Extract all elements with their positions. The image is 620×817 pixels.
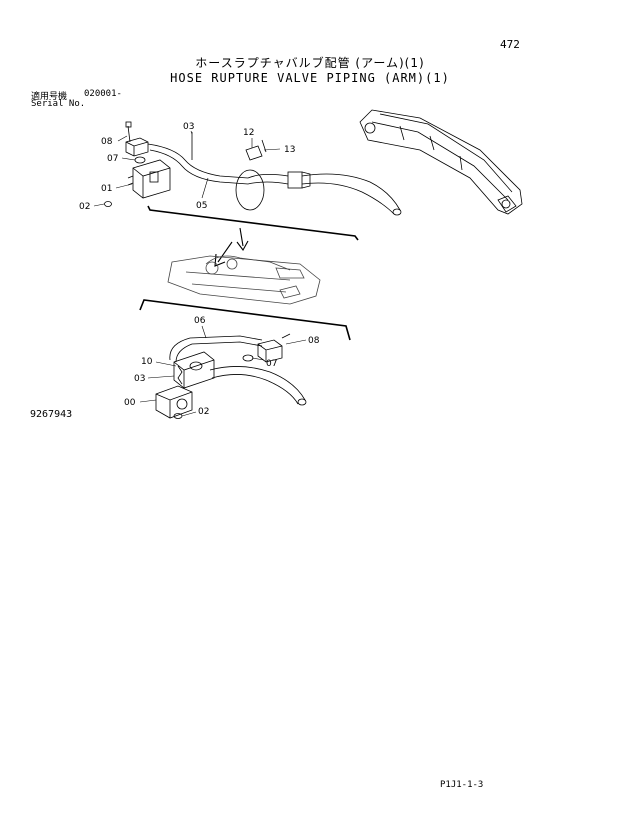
label-upper-03: 03	[183, 122, 194, 132]
bracket-lower-08	[257, 333, 291, 363]
label-upper-02: 02	[79, 202, 90, 212]
bracket-marker-upper	[147, 205, 359, 241]
label-lower-02: 02	[198, 407, 209, 417]
label-lower-07: 07	[266, 359, 277, 369]
label-lower-00: 00	[124, 398, 136, 408]
label-upper-08: 08	[101, 137, 113, 147]
serial-number-value: 020001-	[84, 89, 122, 99]
pipe-lower-06	[169, 335, 263, 361]
middle-arm-illustration	[167, 255, 321, 305]
label-upper-12: 12	[243, 128, 254, 138]
valve-block-lower	[155, 385, 193, 419]
detail-arrows	[214, 227, 249, 267]
pipe-joint-upper	[247, 174, 289, 179]
leader-lines	[93, 130, 307, 417]
label-upper-01: 01	[101, 184, 112, 194]
o-ring-upper-07	[134, 156, 146, 164]
valve-block-upper	[127, 159, 171, 199]
pipe-upper-05	[147, 143, 249, 185]
label-upper-07: 07	[107, 154, 118, 164]
valve-body-lower	[173, 351, 215, 389]
label-lower-03: 03	[134, 374, 145, 384]
title-japanese: ホースラプチャバルブ配管 (アーム)(1)	[195, 56, 425, 70]
footer-page-code: P1J1-1-3	[440, 780, 484, 790]
page-number: 472	[500, 38, 520, 51]
serial-label-japanese: 適用号機	[31, 92, 68, 102]
label-upper-13: 13	[284, 145, 295, 155]
label-lower-10: 10	[141, 357, 153, 367]
o-ring-lower-07	[242, 354, 254, 362]
label-lower-06: 06	[194, 316, 206, 326]
plug-upper-02	[104, 201, 112, 207]
label-lower-08: 08	[308, 336, 320, 346]
part-labels: 08 07 01 02 03 05 12 13 06 08 07 10 03 0…	[79, 122, 320, 417]
serial-label-english: Serial No.	[31, 99, 86, 109]
drawing-number: 9267943	[30, 409, 73, 420]
title-english: HOSE RUPTURE VALVE PIPING (ARM)(1)	[170, 71, 450, 85]
upper-assembly	[104, 121, 402, 241]
bracket-upper-08	[125, 121, 149, 157]
fitting-upper	[287, 171, 311, 189]
label-upper-05: 05	[196, 201, 207, 211]
hose-upper	[301, 173, 402, 216]
bracket-marker-lower	[139, 299, 351, 341]
lower-assembly	[155, 333, 307, 419]
hose-lower	[209, 366, 307, 406]
arm-boom-illustration	[359, 109, 523, 215]
